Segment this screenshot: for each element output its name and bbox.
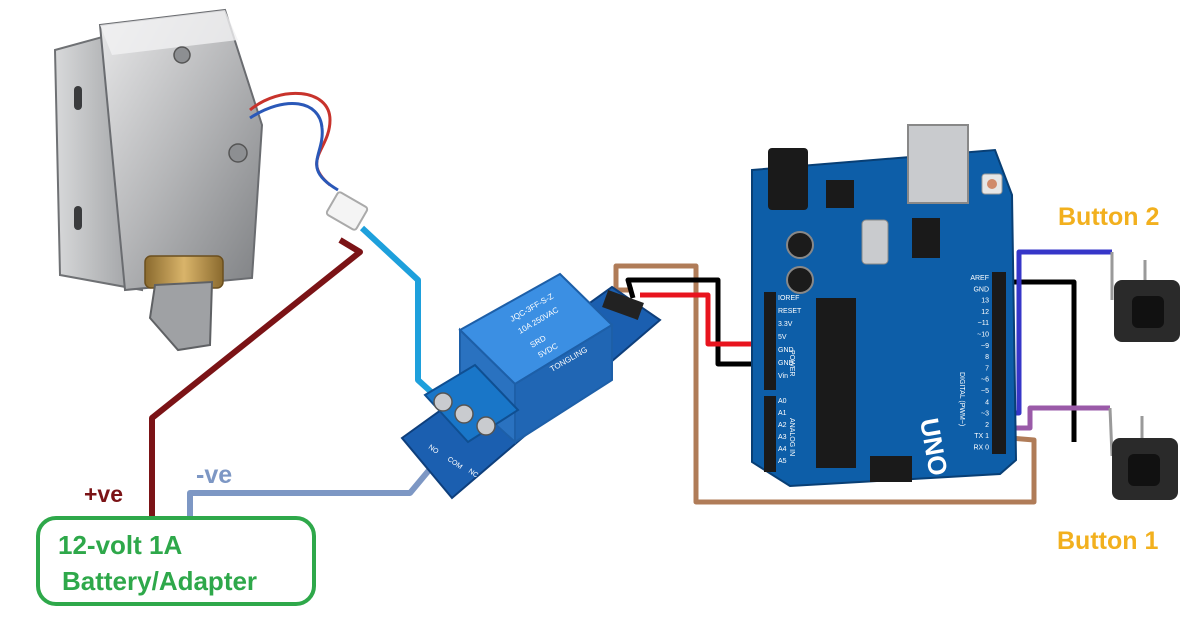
analog-pin-label: A1	[778, 410, 787, 417]
relay-signal-wire	[613, 263, 1037, 505]
relay-body-side	[514, 323, 613, 444]
digital-pin-label: 13	[981, 298, 989, 305]
relay-terminal-screw-no	[433, 392, 453, 412]
push-button-2	[1110, 252, 1180, 342]
power-supply-rating: 12-volt 1A	[58, 530, 183, 560]
lock-lead-blue	[249, 102, 339, 192]
dc-jack	[768, 148, 808, 210]
digital-pin-label: 2	[985, 422, 989, 429]
power-supply-box	[36, 516, 316, 606]
lock-bracket-slot-bottom	[74, 206, 82, 230]
relay-ground-wire	[625, 277, 776, 367]
lock-bolt	[148, 280, 214, 352]
usb-port	[907, 124, 969, 204]
analog-pin-label: A0	[778, 398, 787, 405]
power-pin-label: Vin	[778, 373, 788, 380]
voltage-regulator	[826, 180, 854, 208]
digital-pin-label: GND	[973, 286, 989, 293]
power-pin-label: RESET	[778, 308, 802, 315]
digital-pin-label: ~3	[981, 411, 989, 418]
button1-label: Button 1	[1057, 527, 1159, 555]
button2-cap	[1132, 296, 1164, 328]
digital-pin-labels: AREF GND 13 12 ~11 ~10 ~9 8 7 ~6 ~5 4 ~3 2 TX 1 RX 0	[970, 275, 989, 452]
digital-pin-label: 8	[985, 354, 989, 361]
lock-bracket-slot-top	[74, 86, 82, 110]
relay-vcc-wire	[640, 292, 776, 347]
solenoid-lock	[53, 8, 369, 352]
positive-wire	[149, 237, 363, 520]
power-pin-label: GND	[778, 360, 794, 367]
positive-terminal-label: +ve	[84, 481, 124, 507]
digital-pin-label: RX 0	[973, 445, 989, 452]
digital-pin-label: AREF	[970, 275, 989, 282]
relay-pin-header	[602, 290, 644, 320]
digital-pin-label: TX 1	[974, 433, 989, 440]
analog-pin-label: A3	[778, 434, 787, 441]
button1-cap	[1128, 454, 1160, 486]
power-pin-label: 3.3V	[778, 321, 793, 328]
digital-pin-label: 4	[985, 399, 989, 406]
button2-label: Button 2	[1058, 203, 1160, 231]
power-header	[764, 292, 776, 390]
button1-wire	[1006, 405, 1110, 431]
power-side-label: POWER	[788, 350, 795, 376]
digital-pin-label: ~9	[981, 343, 989, 350]
button2-wire	[1006, 249, 1112, 416]
lock-connector	[325, 191, 369, 231]
analog-header	[764, 396, 776, 472]
reset-button-cap	[987, 179, 997, 189]
power-supply-type: Battery/Adapter	[62, 566, 258, 596]
analog-pin-label: A4	[778, 446, 787, 453]
relay-terminal-screw-nc	[476, 416, 496, 436]
relay-terminal-screw-com	[454, 404, 474, 424]
digital-pin-label: ~6	[981, 377, 989, 384]
button1-leg-1	[1108, 407, 1114, 457]
relay-module: JQC-3FF-S-Z 10A 250VAC SRD 5VDC TONGLING…	[400, 272, 662, 500]
digital-pin-label: ~11	[978, 320, 989, 327]
arduino-uno-board: UNO POWER ANALOG IN DIGITAL (PWM~) IOREF…	[751, 124, 1018, 488]
digital-pin-label: 7	[985, 365, 989, 372]
analog-pin-label: A2	[778, 422, 787, 429]
analog-side-label: ANALOG IN	[788, 418, 795, 456]
relay-label-nc: NC	[467, 468, 479, 480]
capacitor-1	[786, 231, 814, 259]
digital-side-label: DIGITAL (PWM~)	[958, 372, 965, 426]
analog-pin-label: A5	[778, 458, 787, 465]
power-pin-label: IOREF	[778, 295, 799, 302]
digital-pin-label: ~5	[981, 388, 989, 395]
atmega-chip	[816, 298, 856, 468]
digital-pin-label: 12	[981, 309, 989, 316]
usb-chip	[912, 218, 940, 258]
lock-body-top	[100, 10, 238, 55]
lock-screw-side	[228, 143, 248, 163]
negative-terminal-label: -ve	[196, 461, 233, 489]
power-pin-labels: IOREF RESET 3.3V 5V GND GND Vin	[778, 295, 802, 380]
capacitor-2	[786, 266, 814, 294]
lock-screw-top	[173, 46, 191, 64]
lock-to-relay-wire	[359, 225, 443, 403]
crystal	[861, 219, 889, 265]
digital-header	[992, 272, 1006, 454]
icsp-header	[870, 456, 912, 482]
power-pin-label: 5V	[778, 334, 787, 341]
digital-pin-label: ~10	[977, 332, 989, 339]
power-pin-label: GND	[778, 347, 794, 354]
push-button-1	[1108, 407, 1178, 500]
